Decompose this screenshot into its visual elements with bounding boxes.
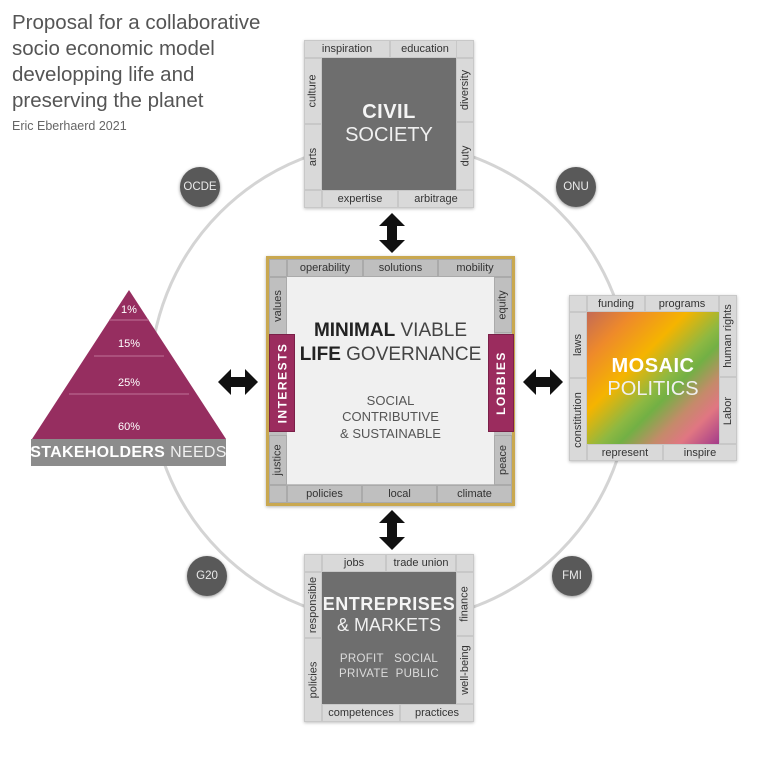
node-fmi: FMI — [552, 556, 592, 596]
entre-right-cell: finance — [456, 572, 474, 636]
pyramid-level-label: 15% — [118, 338, 140, 350]
civil-left-cell: arts — [304, 124, 322, 190]
entre-top-cell: trade union — [386, 554, 456, 572]
civil-corner-cell — [456, 40, 474, 58]
gov-right-cell: peace — [494, 435, 512, 485]
gov-subtitle-line: CONTRIBUTIVE — [342, 409, 439, 425]
mosaic-right-cell: human rights — [719, 295, 737, 377]
civil-top-cell: inspiration — [304, 40, 390, 58]
civil-title-bold: CIVIL — [362, 101, 416, 123]
gov-bottom-cell: local — [362, 485, 437, 503]
entre-bottom-cell: competences — [322, 704, 400, 722]
civil-title-light: SOCIETY — [345, 124, 433, 146]
gov-subtitle-line: SOCIAL — [366, 392, 415, 408]
civil-society-block: inspiration education culture arts diver… — [304, 40, 474, 208]
diagram-title: Proposal for a collaborative socio econo… — [12, 10, 282, 114]
entre-right-cell: well-being — [456, 636, 474, 704]
gov-bottom-cell: policies — [287, 485, 362, 503]
civil-left-cell: culture — [304, 58, 322, 124]
mosaic-title-light: POLITICS — [607, 378, 699, 400]
entre-subtitle: PROFIT SOCIAL PRIVATE PUBLIC — [339, 652, 439, 682]
gov-left-cell: justice — [269, 435, 287, 485]
pyramid-level-label: 60% — [118, 421, 140, 433]
node-onu: ONU — [556, 167, 596, 207]
title-line: preserving the planet — [12, 89, 204, 112]
governance-core: MINIMAL VIABLE LIFE GOVERNANCE SOCIAL CO… — [287, 277, 494, 484]
civil-corner-cell — [304, 190, 322, 208]
title-line: Proposal for a collaborative — [12, 11, 261, 34]
entreprises-block: jobs trade union responsible policies fi… — [304, 554, 474, 722]
governance-frame: operability solutions mobility values ju… — [269, 259, 512, 503]
up-down-arrow-icon — [379, 510, 405, 550]
author-credit: Eric Eberhaerd 2021 — [12, 119, 127, 133]
pyramid-level-label: 1% — [121, 304, 137, 316]
mosaic-left-cell: laws — [569, 312, 587, 378]
civil-society-core: CIVIL SOCIETY — [322, 58, 456, 190]
mosaic-bottom-cell: represent — [587, 444, 663, 461]
entre-bottom-cell: practices — [400, 704, 474, 722]
civil-right-cell: duty — [456, 122, 474, 190]
gov-left-cell: values — [269, 277, 287, 335]
left-right-arrow-icon — [523, 369, 563, 395]
title-line: socio economic model — [12, 37, 215, 60]
gov-subtitle: SOCIAL CONTRIBUTIVE & SUSTAINABLE — [340, 393, 441, 443]
title-line: developping life and — [12, 63, 195, 86]
mosaic-left-cell: constitution — [569, 378, 587, 461]
gov-title-line1: MINIMAL VIABLE — [313, 319, 468, 341]
node-g20: G20 — [187, 556, 227, 596]
entre-title-light: & MARKETS — [336, 615, 442, 635]
gov-corner-cell — [269, 259, 287, 277]
entre-title-bold: ENTREPRISES — [322, 594, 456, 614]
mosaic-bottom-cell: inspire — [663, 444, 737, 461]
node-ocde: OCDE — [180, 167, 220, 207]
mosaic-title-bold: MOSAIC — [611, 355, 695, 377]
governance-block: operability solutions mobility values ju… — [266, 256, 515, 506]
up-down-arrow-icon — [379, 213, 405, 253]
civil-bottom-cell: expertise — [322, 190, 398, 208]
mosaic-top-cell: funding — [587, 295, 645, 312]
gov-title-line2: LIFE GOVERNANCE — [299, 343, 482, 365]
gov-subtitle-line: & SUSTAINABLE — [340, 425, 441, 441]
entre-subtitle-line: PRIVATE PUBLIC — [339, 668, 439, 680]
gov-top-cell: solutions — [363, 259, 438, 277]
entre-corner-cell — [304, 554, 322, 572]
gov-corner-cell — [269, 485, 287, 503]
mosaic-politics-core: MOSAIC POLITICS — [587, 312, 719, 444]
mosaic-corner-cell — [569, 295, 587, 312]
civil-bottom-cell: arbitrage — [398, 190, 474, 208]
civil-top-cell: education — [390, 40, 460, 58]
entre-subtitle-line: PROFIT SOCIAL — [339, 653, 439, 665]
entre-corner-cell — [456, 554, 474, 572]
entre-left-cell: policies — [304, 638, 322, 722]
left-right-arrow-icon — [218, 369, 258, 395]
gov-top-cell: operability — [287, 259, 363, 277]
pyramid-shape — [32, 290, 226, 439]
gov-top-cell: mobility — [438, 259, 512, 277]
mosaic-politics-block: funding programs laws constitution human… — [569, 295, 737, 461]
stakeholders-pyramid: 1% 15% 25% 60% — [32, 290, 226, 439]
pyramid-level-label: 25% — [118, 377, 140, 389]
mosaic-right-cell: Labor — [719, 377, 737, 444]
mosaic-top-cell: programs — [645, 295, 719, 312]
lobbies-tab: LOBBIES — [488, 334, 514, 432]
entre-left-cell: responsible — [304, 572, 322, 638]
gov-bottom-cell: climate — [437, 485, 512, 503]
interests-tab: INTERESTS — [269, 334, 295, 432]
gov-right-cell: equity — [494, 277, 512, 333]
entreprises-core: ENTREPRISES & MARKETS PROFIT SOCIAL PRIV… — [322, 572, 456, 704]
civil-right-cell: diversity — [456, 58, 474, 122]
entre-top-cell: jobs — [322, 554, 386, 572]
